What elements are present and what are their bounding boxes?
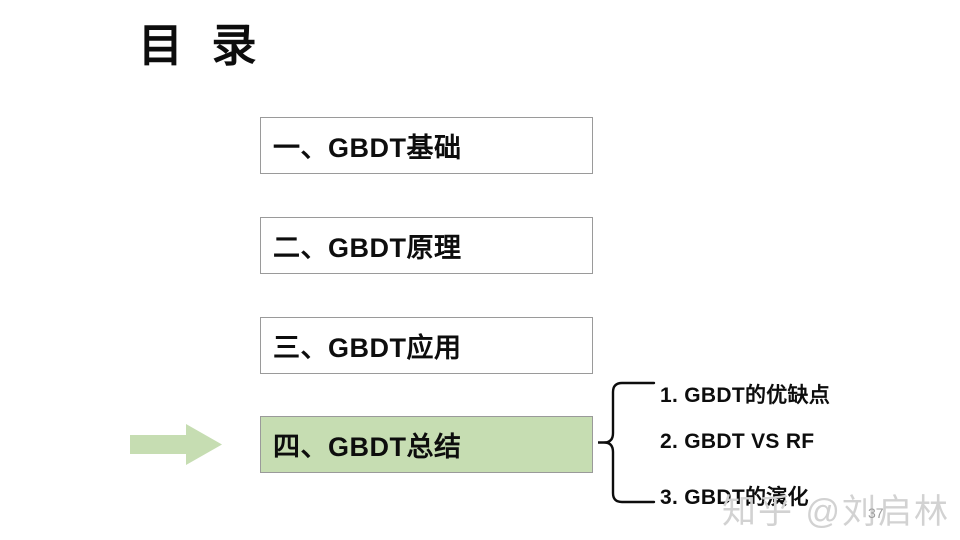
agenda-item-4-label: 四、GBDT总结 bbox=[273, 432, 462, 462]
subitem-1[interactable]: 1. GBDT的优缺点 bbox=[660, 384, 831, 407]
agenda-item-1-label: 一、GBDT基础 bbox=[273, 133, 462, 163]
agenda-item-4[interactable]: 四、GBDT总结 bbox=[260, 416, 593, 473]
agenda-item-2[interactable]: 二、GBDT原理 bbox=[260, 217, 593, 274]
subitem-3[interactable]: 3. GBDT的演化 bbox=[660, 486, 809, 509]
agenda-item-2-label: 二、GBDT原理 bbox=[273, 233, 462, 263]
curly-brace-connector bbox=[598, 381, 656, 504]
agenda-item-3-label: 三、GBDT应用 bbox=[273, 333, 462, 363]
page-title: 目 录 bbox=[138, 20, 265, 71]
agenda-item-3[interactable]: 三、GBDT应用 bbox=[260, 317, 593, 374]
subitem-2[interactable]: 2. GBDT VS RF bbox=[660, 430, 815, 453]
right-arrow-icon bbox=[130, 424, 222, 465]
page-number: 37 bbox=[868, 505, 884, 521]
agenda-item-1[interactable]: 一、GBDT基础 bbox=[260, 117, 593, 174]
